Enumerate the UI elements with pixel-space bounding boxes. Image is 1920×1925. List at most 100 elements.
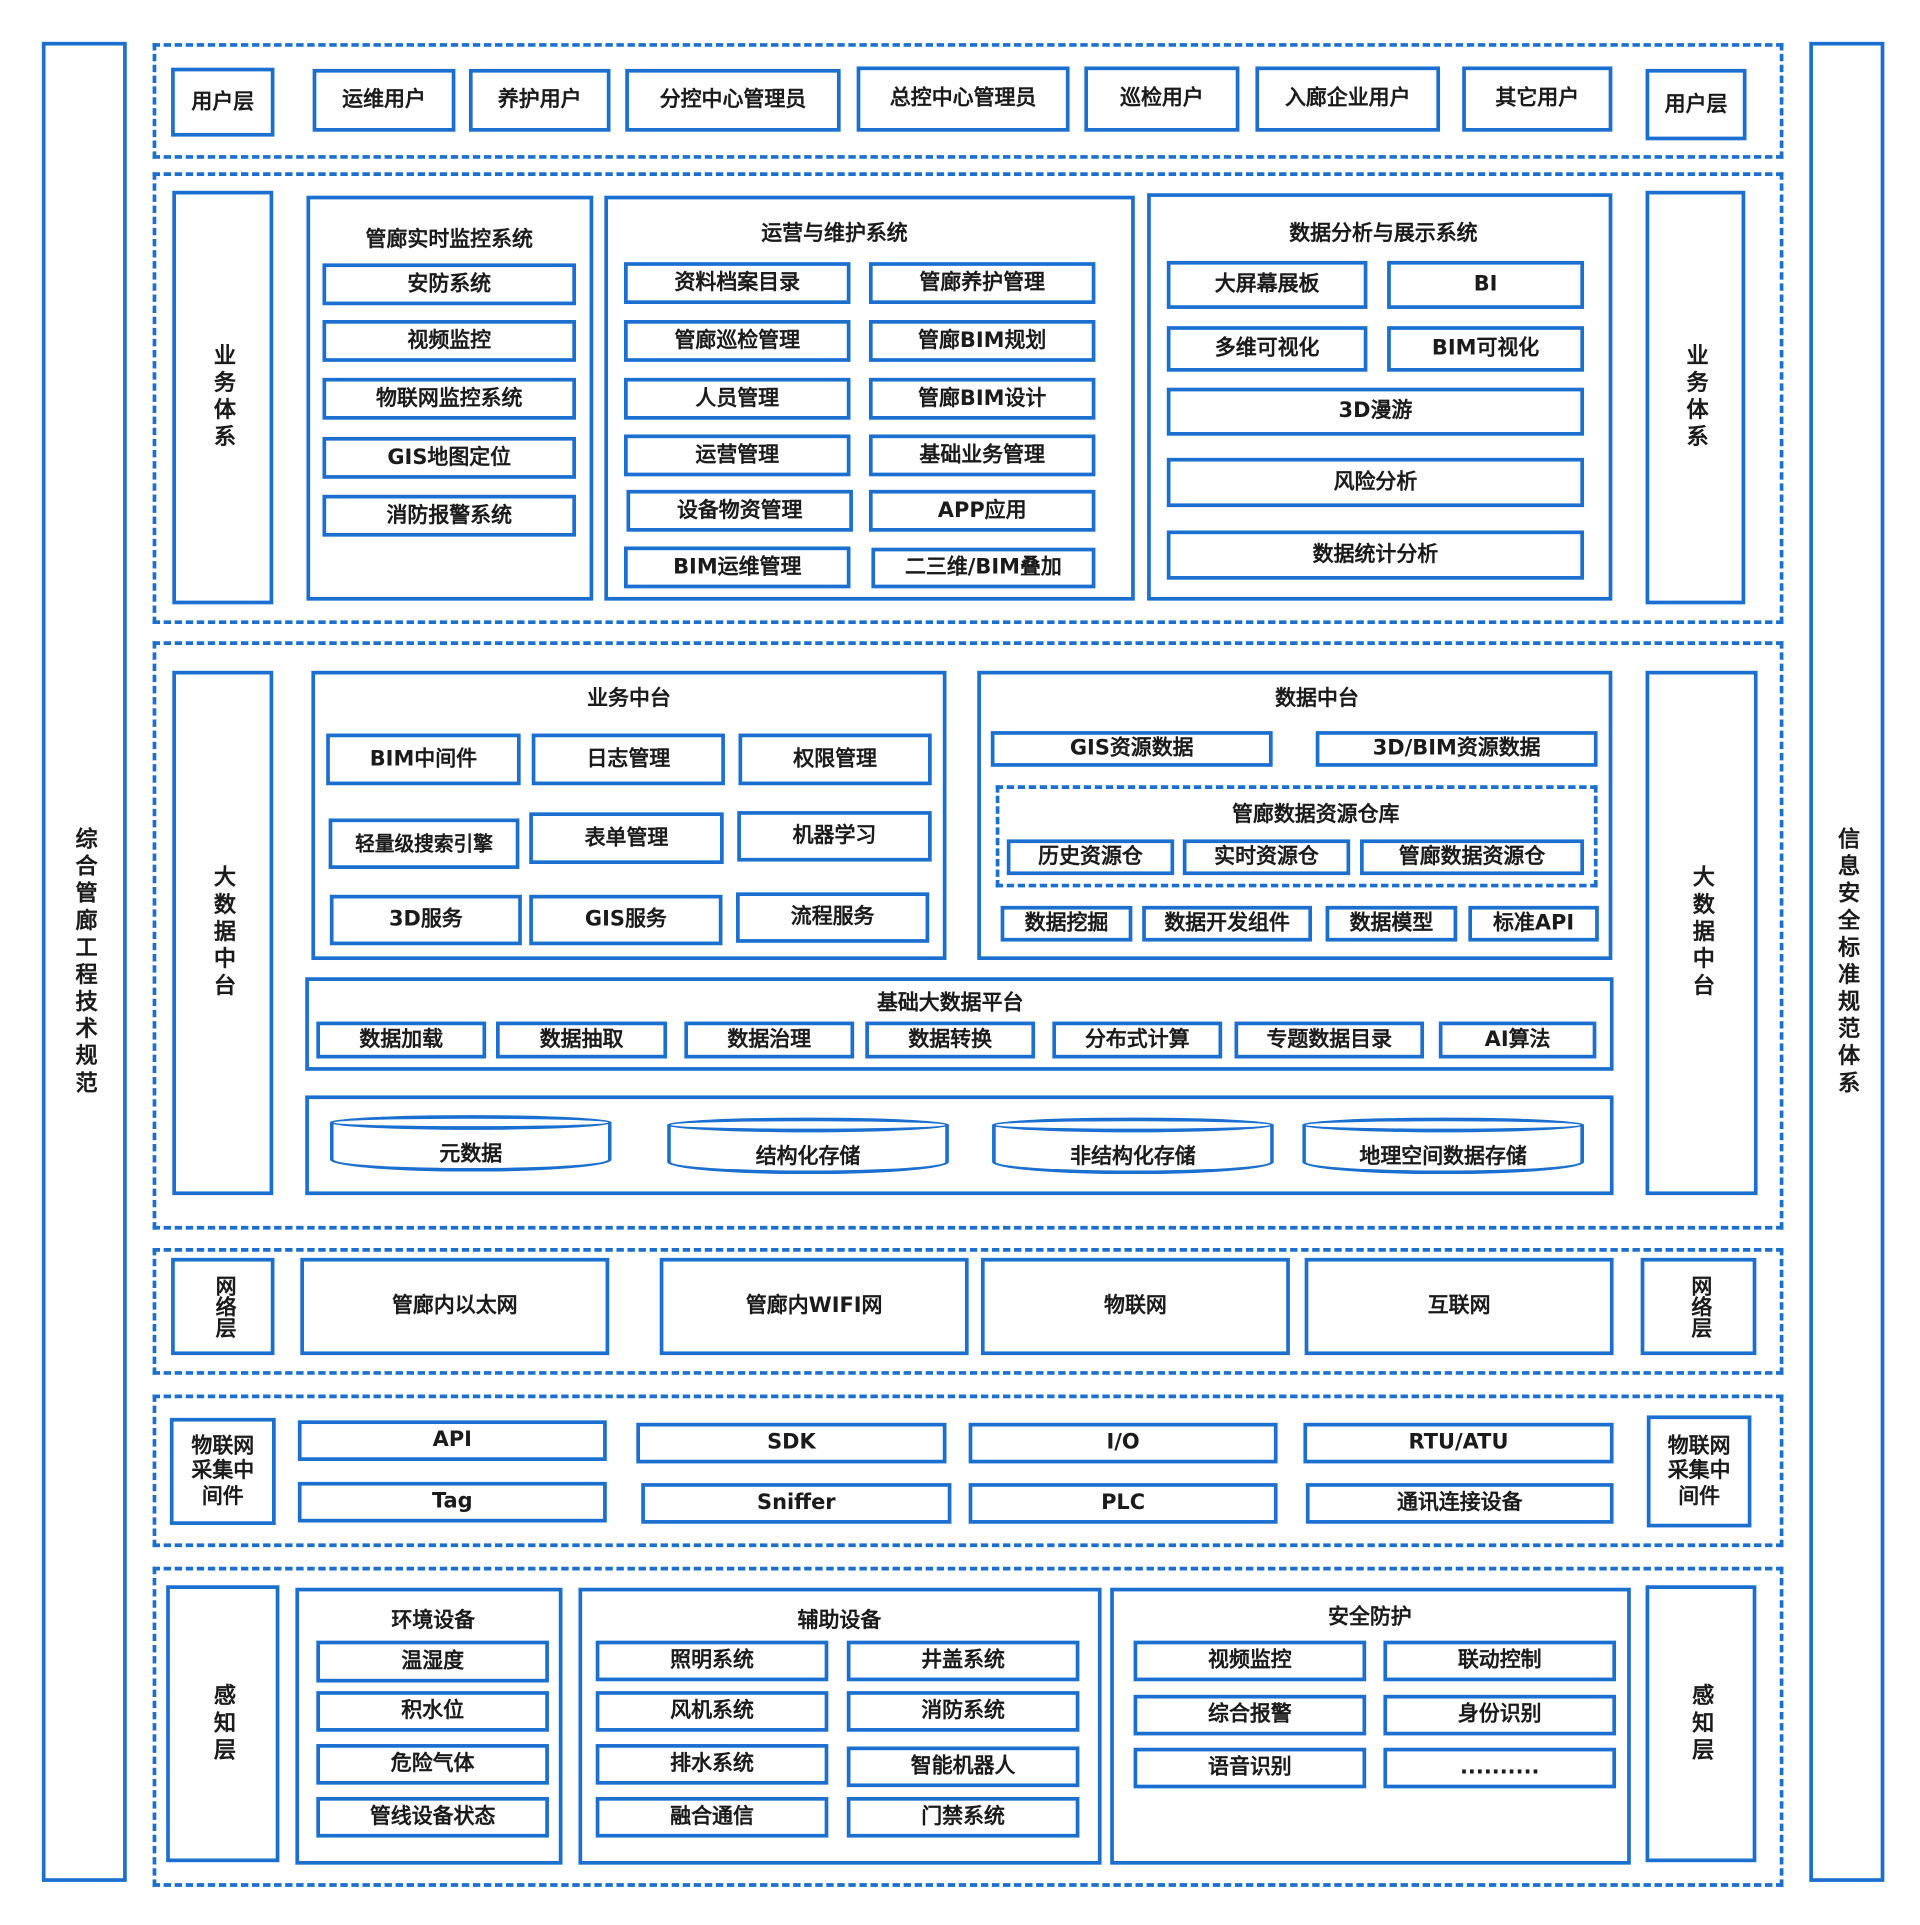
aux-title: 辅助设备 — [797, 1608, 882, 1634]
panel-ops-title: 运营与维护系统 — [761, 221, 908, 247]
biz-mid-item: GIS服务 — [529, 894, 723, 946]
section-network — [152, 1248, 1784, 1375]
data-tool-item: 标准API — [1468, 905, 1599, 942]
iot-item: PLC — [968, 1483, 1278, 1524]
perception-label-left: 感知层 — [166, 1585, 280, 1863]
iot-item: SDK — [636, 1422, 947, 1464]
iot-label-left: 物联网采集中间件 — [169, 1417, 276, 1525]
panel-analysis-title: 数据分析与展示系统 — [1289, 221, 1478, 247]
ops-item: 二三维/BIM叠加 — [871, 547, 1096, 589]
biz-mid-item: BIM中间件 — [326, 733, 521, 786]
data-resource-item: 3D/BIM资源数据 — [1315, 731, 1598, 767]
biz-mid-item: 3D服务 — [329, 894, 522, 946]
analysis-item: 大屏幕展板 — [1166, 260, 1368, 309]
monitor-item: 消防报警系统 — [322, 494, 577, 537]
data-middle-title: 数据中台 — [1275, 686, 1359, 712]
ops-item: 基础业务管理 — [868, 434, 1096, 477]
side-left-label: 综合管廊工程技术规范 — [71, 826, 98, 1098]
biz-mid-item: 表单管理 — [529, 812, 724, 865]
security-title: 安全防护 — [1328, 1604, 1412, 1630]
security-item: .......... — [1383, 1747, 1617, 1789]
analysis-item: 多维可视化 — [1166, 326, 1368, 372]
env-item: 危险气体 — [316, 1744, 549, 1785]
platform-item: 数据转换 — [865, 1021, 1036, 1059]
monitor-item: GIS地图定位 — [322, 436, 577, 479]
iot-label-right: 物联网采集中间件 — [1646, 1415, 1752, 1528]
env-item: 积水位 — [316, 1691, 549, 1732]
platform-item: 数据治理 — [684, 1021, 855, 1059]
section-iot — [152, 1394, 1784, 1548]
analysis-item: 风险分析 — [1166, 457, 1585, 508]
env-item: 管线设备状态 — [316, 1796, 549, 1838]
platform-item: 专题数据目录 — [1234, 1021, 1425, 1059]
panel-monitor-title: 管廊实时监控系统 — [365, 227, 533, 253]
business-label-text: 业务体系 — [210, 343, 237, 452]
user-item: 运维用户 — [312, 68, 456, 132]
aux-item: 风机系统 — [595, 1691, 829, 1732]
ops-item: 管廊养护管理 — [868, 262, 1096, 305]
aux-item: 消防系统 — [846, 1691, 1080, 1732]
warehouse-item: 实时资源仓 — [1182, 839, 1351, 876]
network-item: 互联网 — [1304, 1257, 1614, 1356]
aux-item: 井盖系统 — [846, 1640, 1080, 1682]
side-right-standards: 信息安全标准规范体系 — [1809, 41, 1885, 1882]
user-layer-label-left: 用户层 — [171, 67, 275, 137]
storage-label: 地理空间数据存储 — [1359, 1144, 1527, 1170]
data-tool-item: 数据模型 — [1325, 905, 1458, 942]
section-business — [152, 172, 1784, 625]
env-title: 环境设备 — [391, 1608, 476, 1634]
network-item: 管廊内WIFI网 — [659, 1257, 969, 1356]
storage-cylinder: 元数据 — [329, 1115, 612, 1172]
security-item: 综合报警 — [1133, 1694, 1367, 1736]
storage-label: 结构化存储 — [755, 1144, 861, 1170]
user-item: 总控中心管理员 — [856, 66, 1070, 132]
ops-item: BIM运维管理 — [624, 546, 851, 589]
platform-item: AI算法 — [1438, 1021, 1597, 1059]
ops-item: 管廊BIM规划 — [868, 320, 1096, 362]
data-tool-item: 数据挖掘 — [1000, 905, 1133, 942]
bigdata-label-text: 大数据中台 — [1689, 865, 1715, 1001]
platform-item: 数据抽取 — [496, 1021, 668, 1059]
data-warehouse-title: 管廊数据资源仓库 — [1232, 802, 1400, 828]
monitor-item: 视频监控 — [322, 320, 577, 362]
section-bigdata — [152, 641, 1784, 1230]
storage-cylinder: 地理空间数据存储 — [1302, 1117, 1585, 1175]
user-item: 入廊企业用户 — [1255, 66, 1441, 132]
network-label-right: 网络层 — [1640, 1257, 1757, 1356]
ops-item: APP应用 — [868, 489, 1096, 532]
env-item: 温湿度 — [316, 1640, 549, 1683]
perception-label-text: 感知层 — [1688, 1683, 1715, 1765]
aux-item: 融合通信 — [595, 1796, 829, 1838]
security-item: 联动控制 — [1383, 1640, 1617, 1682]
perception-label-right: 感知层 — [1645, 1585, 1757, 1863]
bigdata-label-text: 大数据中台 — [210, 865, 237, 1001]
monitor-item: 安防系统 — [322, 263, 577, 306]
monitor-item: 物联网监控系统 — [322, 377, 577, 420]
storage-label: 元数据 — [439, 1142, 503, 1167]
biz-mid-item: 轻量级搜索引擎 — [328, 818, 520, 869]
user-item: 分控中心管理员 — [625, 68, 841, 132]
aux-item: 排水系统 — [595, 1744, 829, 1785]
side-left-standards: 综合管廊工程技术规范 — [41, 41, 127, 1882]
iot-item: 通讯连接设备 — [1305, 1483, 1614, 1524]
iot-item: RTU/ATU — [1303, 1422, 1614, 1464]
data-warehouse-group — [995, 785, 1598, 888]
network-item: 物联网 — [980, 1257, 1290, 1356]
iot-item: Sniffer — [641, 1483, 952, 1524]
user-item: 其它用户 — [1462, 66, 1613, 132]
analysis-item: 3D漫游 — [1166, 387, 1585, 436]
biz-mid-item: 机器学习 — [737, 811, 932, 862]
perception-label-text: 感知层 — [210, 1683, 237, 1765]
platform-item: 数据加载 — [316, 1021, 487, 1059]
data-tool-item: 数据开发组件 — [1142, 905, 1313, 942]
business-label-right: 业务体系 — [1645, 190, 1746, 605]
ops-item: 设备物资管理 — [626, 489, 853, 532]
section-user — [152, 43, 1784, 159]
iot-item: API — [297, 1420, 607, 1461]
analysis-item: BI — [1387, 260, 1585, 309]
analysis-item: 数据统计分析 — [1166, 530, 1585, 580]
iot-item: Tag — [297, 1481, 607, 1523]
storage-cylinder: 非结构化存储 — [992, 1117, 1274, 1175]
security-item: 语音识别 — [1133, 1747, 1367, 1789]
ops-item: 运营管理 — [624, 434, 851, 477]
